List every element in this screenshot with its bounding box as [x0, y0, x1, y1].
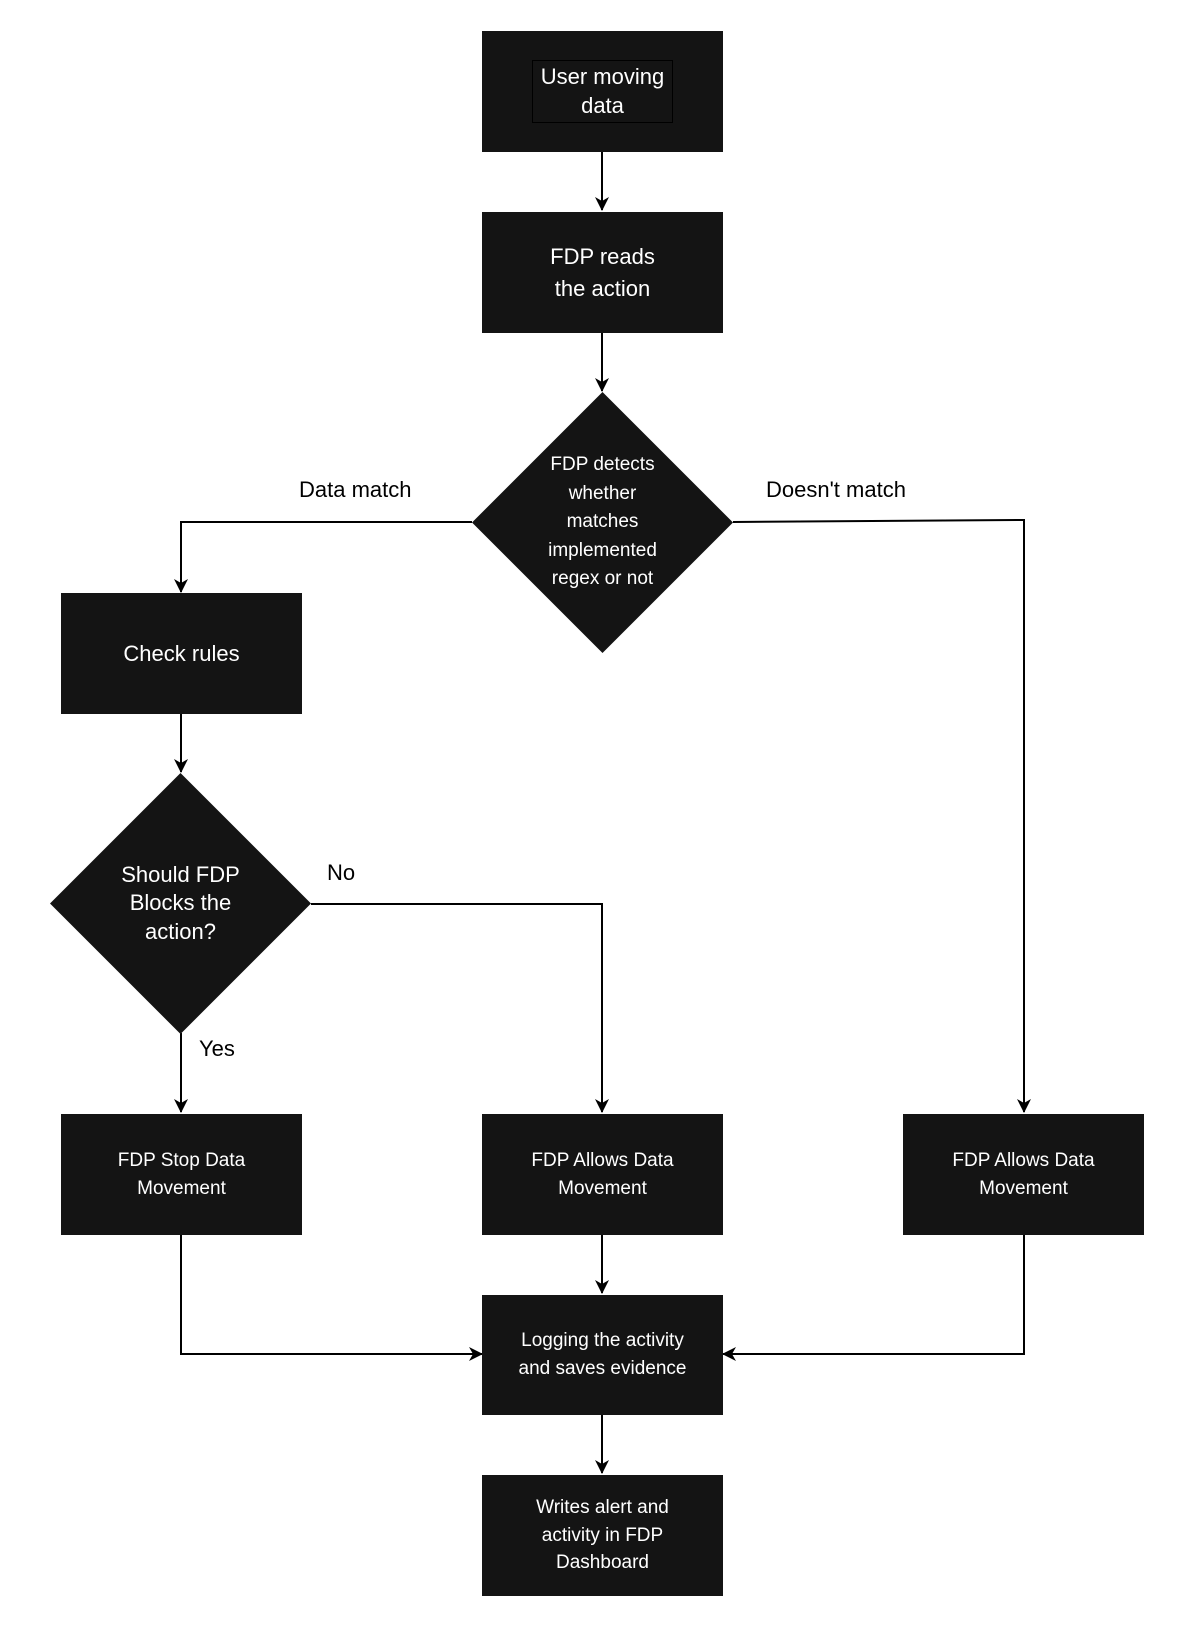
decision-should-fdp-block: Should FDP Blocks the action?	[50, 773, 311, 1034]
decision-fdp-detects-regex: FDP detects whether matches implemented …	[472, 392, 733, 653]
edge-label-doesnt-match: Doesn't match	[766, 477, 906, 502]
decision-fdp-detects-regex-label: FDP detects whether matches implemented …	[548, 454, 657, 590]
node-check-rules: Check rules	[61, 593, 302, 714]
node-user-moving-data-label-box: User moving data	[531, 59, 674, 124]
edge-label-no: No	[327, 860, 356, 885]
edge-detect-to-check-rules	[174, 521, 472, 593]
node-fdp-stop-data-movement-label: FDP Stop Data Movement	[117, 1149, 246, 1199]
edge-label-data-match: Data match	[299, 477, 412, 502]
decision-should-fdp-block-shape	[50, 773, 311, 1034]
decision-fdp-detects-regex-shape	[472, 392, 733, 653]
node-fdp-allows-data-movement-center: FDP Allows Data Movement	[482, 1114, 723, 1235]
node-check-rules-label: Check rules	[123, 640, 240, 666]
node-logging-activity: Logging the activity and saves evidence	[482, 1295, 723, 1415]
edge-label-yes: Yes	[199, 1036, 235, 1061]
node-fdp-allows-data-movement-right: FDP Allows Data Movement	[903, 1114, 1144, 1235]
node-fdp-stop-data-movement: FDP Stop Data Movement	[61, 1114, 302, 1235]
edge-detect-to-allow-right	[732, 518, 1031, 1113]
node-fdp-allows-data-movement-right-label: FDP Allows Data Movement	[952, 1149, 1095, 1199]
edge-decision-no	[311, 903, 609, 1113]
node-fdp-reads-action: FDP reads the action	[482, 212, 723, 333]
node-writes-alert: Writes alert and activity in FDP Dashboa…	[482, 1475, 723, 1596]
node-fdp-allows-data-movement-center-label: FDP Allows Data Movement	[531, 1149, 674, 1199]
node-logging-activity-label: Logging the activity and saves evidence	[518, 1330, 687, 1379]
node-fdp-reads-action-label: FDP reads the action	[550, 243, 655, 301]
edge-allow-right-to-logging	[722, 1235, 1025, 1361]
node-user-moving-data-label: User moving data	[540, 63, 665, 118]
decision-should-fdp-block-label: Should FDP Blocks the action?	[121, 861, 240, 944]
node-user-moving-data: User moving data	[482, 31, 723, 152]
node-writes-alert-label: Writes alert and activity in FDP Dashboa…	[536, 1497, 669, 1574]
edge-stop-to-logging	[180, 1235, 483, 1361]
